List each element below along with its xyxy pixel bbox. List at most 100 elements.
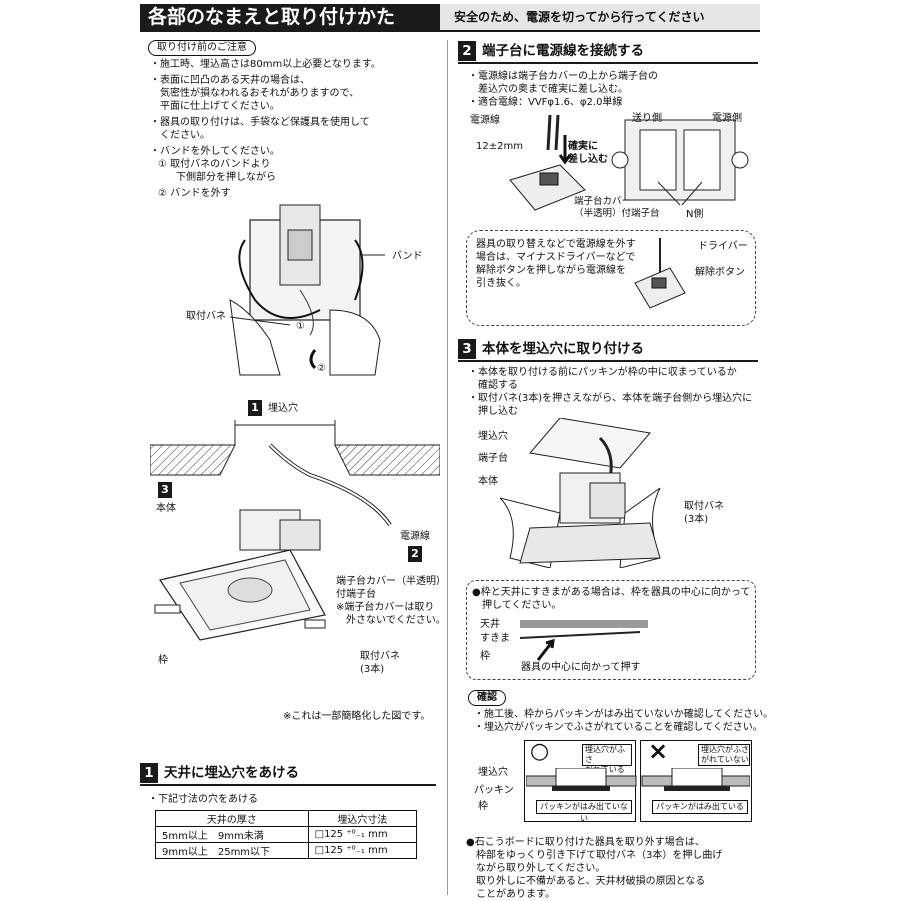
- gap-note: ●枠と天井にすきまがある場合は、枠を器具の中心に向かって 押してください。: [472, 586, 750, 612]
- table-cell: □125 ⁺⁰₋₁ mm: [307, 842, 418, 859]
- n-side-label: N側: [686, 209, 704, 220]
- section-1-title: 天井に埋込穴をあける: [164, 765, 299, 781]
- removal-note-box: [466, 230, 756, 326]
- section-2-number: 2: [458, 41, 476, 61]
- gypsum-line: 取り外しに不備があると、天井材破損の原因となる: [466, 876, 706, 887]
- section-1-lead: ・下記寸法の穴をあける: [148, 794, 258, 805]
- confirm-pill: 確認: [468, 690, 506, 706]
- section-1-number: 1: [140, 763, 158, 783]
- gypsum-line: ●石こうボードに取り付けた器具を取り外す場合は、: [466, 837, 705, 848]
- safety-banner: 安全のため、電源を切ってから行ってください: [440, 4, 760, 30]
- section-3-rule: [458, 360, 758, 362]
- install-spring-line: (3本): [684, 514, 709, 525]
- install-hole-label: 埋込穴: [478, 431, 508, 442]
- ok-top-line: 埋込穴がふさ: [585, 745, 625, 764]
- header-rule: [140, 30, 760, 32]
- step-box-2: 2: [408, 546, 422, 562]
- ng-top-line: 埋込穴がふさ: [701, 745, 749, 754]
- table-cell: 9mm以上 25mm以下: [155, 842, 309, 859]
- terminal-note: 端子台カバー（半透明） 付端子台 ※端子台カバーは取り 外さないでください。: [336, 575, 446, 627]
- step1-marker: ①: [296, 321, 305, 332]
- pre-notes: ・施工時、埋込高さは80mm以上必要となります。 ・表面に凹凸のある天井の場合は…: [150, 58, 381, 200]
- install-spring-line: 取付バネ: [684, 501, 724, 512]
- send-side-label: 送り側: [632, 113, 662, 124]
- spring3-line: (3本): [360, 664, 385, 675]
- push-line: 差し込む: [568, 154, 608, 165]
- push-line: 確実に: [568, 141, 598, 152]
- gypsum-note: ●石こうボードに取り付けた器具を取り外す場合は、 枠部をゆっくり引き下げて取付バ…: [466, 836, 722, 901]
- step2-circle: ②: [158, 188, 167, 199]
- removal-line: 引き抜く。: [476, 278, 526, 289]
- confirm-hole-label: 埋込穴: [478, 767, 508, 778]
- ng-example-box: [640, 740, 752, 822]
- ng-top-line: がれていない: [701, 755, 749, 764]
- install-spring-label: 取付バネ (3本): [684, 500, 724, 526]
- column-divider: [447, 40, 448, 895]
- packing-figure: [526, 768, 750, 791]
- ng-top-caption: 埋込穴がふさ がれていない: [698, 744, 750, 766]
- push-label: 確実に 差し込む: [568, 140, 608, 166]
- ok-bottom-caption: パッキンがはみ出ていない: [536, 800, 632, 823]
- source-side-label: 電源側: [712, 113, 742, 124]
- confirm-text: ・施工後、枠からパッキンがはみ出ていないか確認してください。 ・埋込穴がパッキン…: [474, 708, 773, 734]
- table-cell: 5mm以上 9mm未満: [155, 826, 309, 843]
- section-1-heading: 1 天井に埋込穴をあける: [140, 762, 299, 784]
- table-row: 9mm以上 25mm以下 □125 ⁺⁰₋₁ mm: [155, 842, 418, 859]
- driver-label: ドライバー: [698, 241, 748, 252]
- gypsum-line: 枠部をゆっくり引き下げて取付バネ（3本）を押し曲げ: [466, 850, 723, 861]
- gap-push-label: 器具の中心に向かって押す: [521, 662, 641, 673]
- removal-line: 場合は、マイナスドライバーなどで: [476, 252, 636, 263]
- install-terminal-label: 端子台: [478, 453, 508, 464]
- confirm-line: ・施工後、枠からパッキンがはみ出ていないか確認してください。: [474, 709, 774, 720]
- hole-label: 埋込穴: [268, 403, 298, 414]
- pre-notes-pill: 取り付け前のご注意: [148, 40, 256, 56]
- install-figure: [500, 418, 661, 568]
- gypsum-line: ながら取り外してください。: [466, 863, 606, 874]
- s3-line: ・取付バネ(3本)を押さえながら、本体を端子台側から埋込穴に: [468, 393, 753, 404]
- page-title: 各部のなまえと取り付けかた: [140, 4, 440, 30]
- gap-figure: [520, 620, 648, 661]
- pre-line: ・器具の取り付けは、手袋など保護具を使用して: [150, 117, 370, 128]
- confirm-frame-label: 枠: [478, 801, 488, 812]
- section-1-rule: [140, 784, 436, 786]
- step-box-3: 3: [158, 482, 172, 498]
- pre-line: ください。: [150, 130, 210, 141]
- table-header: 天井の厚さ: [155, 810, 309, 827]
- frame-label: 枠: [158, 655, 168, 666]
- removal-note: 器具の取り替えなどで電源線を外す 場合は、マイナスドライバーなどで 解除ボタンを…: [476, 238, 636, 290]
- spring3-label: 取付バネ (3本): [360, 650, 400, 676]
- step2-marker: ②: [317, 363, 326, 374]
- s3-line: ・本体を取り付ける前にパッキンが枠の中に収まっているか: [468, 367, 737, 378]
- strip-length: 12±2mm: [476, 141, 523, 152]
- gap-gap-label: すきま: [480, 633, 510, 644]
- wiring-figure: [509, 114, 749, 211]
- install-body-label: 本体: [478, 476, 498, 487]
- pre-line: ・表面に凹凸のある天井の場合は、: [150, 75, 310, 86]
- section-2-title: 端子台に電源線を接続する: [482, 43, 644, 59]
- confirm-line: ・埋込穴がパッキンでふさがれていることを確認してください。: [474, 722, 763, 733]
- section-2-heading: 2 端子台に電源線を接続する: [458, 40, 644, 62]
- gap-line: ●枠と天井にすきまがある場合は、枠を器具の中心に向かって: [472, 587, 751, 598]
- wiring-cable-label: 電源線: [470, 115, 500, 126]
- section-2-text: ・電源線は端子台カバーの上から端子台の 差込穴の奥まで確実に差し込む。 ・適合電…: [468, 70, 658, 109]
- pre-line: 気密性が損なわれるおそれがありますので、: [150, 88, 360, 99]
- step1-text-b: 下側部分を押しながら: [176, 172, 276, 183]
- terminal-line: ※端子台カバーは取り: [336, 602, 435, 613]
- step1-circle: ①: [158, 159, 167, 170]
- table-cell: □125 ⁺⁰₋₁ mm: [307, 826, 418, 843]
- pre-line: ・バンドを外してください。: [150, 146, 280, 157]
- band-label: バンド: [392, 251, 423, 262]
- driver-figure: [634, 238, 686, 309]
- cover-line: 端子台カバー: [574, 196, 632, 207]
- simplified-note: ※これは一部簡略化した図です。: [283, 711, 431, 722]
- gypsum-line: ことがあります。: [466, 889, 555, 900]
- ceiling-figure: [150, 420, 440, 641]
- terminal-line: 外さないでください。: [336, 615, 446, 626]
- step2-text: バンドを外す: [170, 188, 231, 199]
- spring-label: 取付バネ: [186, 311, 226, 322]
- ok-top-caption: 埋込穴がふさ がれている: [582, 744, 632, 774]
- s3-line: 確認する: [468, 380, 518, 391]
- band-removal-figure: [229, 204, 385, 376]
- pre-line: ・施工時、埋込高さは80mm以上必要となります。: [150, 59, 381, 70]
- section-2-rule: [458, 62, 758, 64]
